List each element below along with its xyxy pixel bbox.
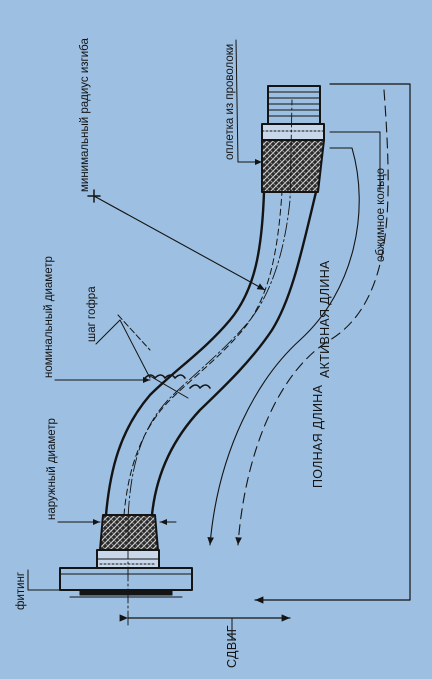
fitting-flange — [59, 567, 193, 598]
label-active-length: АКТИВНАЯ ДЛИНА — [318, 260, 332, 378]
corrugation-detail — [144, 374, 211, 399]
offset-dimension — [119, 614, 291, 641]
top-fitting-thread — [261, 85, 325, 141]
fitting-leader — [27, 569, 61, 591]
label-outer-diameter: наружный диаметр — [46, 418, 58, 520]
label-crimp-ring: обжимное кольцо — [375, 168, 387, 262]
centerline — [127, 99, 293, 626]
total-length-dimension — [235, 83, 411, 604]
label-fitting: фитинг — [15, 572, 27, 610]
label-wire-braid: оплетка из проволоки — [224, 44, 236, 160]
bottom-braid — [99, 514, 159, 551]
active-length-dimension — [207, 147, 360, 546]
label-offset: СДВИГ — [225, 625, 239, 668]
top-braid — [261, 139, 325, 193]
label-min-bend-radius: минимальный радиус изгиба — [79, 38, 91, 192]
label-corrugation-pitch: шаг гофра — [86, 286, 98, 342]
min-bend-radius-leader — [87, 189, 266, 291]
hose-body — [104, 190, 318, 517]
label-total-length: ПОЛНАЯ ДЛИНА — [311, 384, 325, 488]
wire-braid-leader — [235, 39, 263, 165]
label-nominal-diameter: номинальный диаметр — [43, 256, 55, 378]
corrugation-pitch-leader — [95, 314, 151, 379]
crimp-ring-leader — [329, 131, 381, 191]
